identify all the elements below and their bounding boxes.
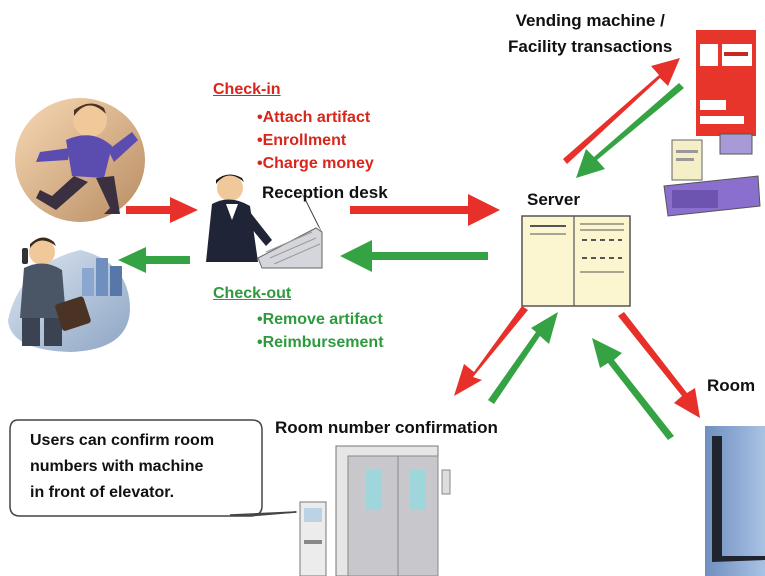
vending-label-line1: Vending machine / — [515, 11, 665, 30]
departing-guest-icon — [8, 237, 130, 352]
vending-label-line2: Facility transactions — [508, 37, 673, 56]
elevator-icon — [335, 445, 451, 576]
vending-machine-label: Vending machine / Facility transactions — [508, 8, 672, 60]
server-icon — [521, 215, 631, 307]
reception-desk-label: Reception desk — [262, 183, 388, 202]
check-in-title: Check-in — [213, 81, 281, 98]
check-in-list: •Attach artifact •Enrollment •Charge mon… — [257, 106, 374, 175]
check-in-item: •Charge money — [257, 155, 374, 172]
room-number-confirmation-label: Room number confirmation — [275, 418, 498, 437]
cash-register-icon — [663, 133, 761, 217]
check-out-list: •Remove artifact •Reimbursement — [257, 308, 384, 354]
room-label: Room — [707, 376, 756, 395]
check-in-item: •Attach artifact — [257, 109, 371, 126]
arrows — [118, 58, 700, 440]
running-guest-icon — [15, 98, 145, 222]
room-icon — [705, 426, 765, 576]
arrow-reception-to-guest — [118, 247, 190, 273]
check-out-title: Check-out — [213, 285, 292, 302]
check-out-item: •Reimbursement — [257, 334, 384, 351]
check-in-item: •Enrollment — [257, 132, 347, 149]
arrow-guest-to-reception — [126, 197, 198, 223]
confirmation-terminal-icon — [299, 501, 327, 576]
callout-text: Users can confirm room numbers with mach… — [30, 428, 214, 506]
arrow-server-to-room — [618, 312, 700, 418]
arrow-server-to-vending — [563, 58, 680, 164]
check-out-item: •Remove artifact — [257, 311, 383, 328]
callout-line: in front of elevator. — [30, 484, 175, 501]
arrow-server-to-elevator — [454, 306, 528, 396]
arrow-reception-to-server — [350, 194, 500, 226]
server-label: Server — [527, 190, 580, 209]
arrow-room-to-server — [592, 338, 674, 440]
callout-line: Users can confirm room — [30, 432, 215, 449]
callout-line: numbers with machine — [30, 458, 204, 475]
arrow-vending-to-server — [576, 83, 684, 178]
receptionist-icon — [206, 174, 323, 269]
callout-pointer — [229, 511, 297, 516]
arrow-elevator-to-server — [488, 312, 558, 404]
arrow-server-to-reception — [340, 240, 488, 272]
vending-machine-icon — [696, 30, 756, 136]
